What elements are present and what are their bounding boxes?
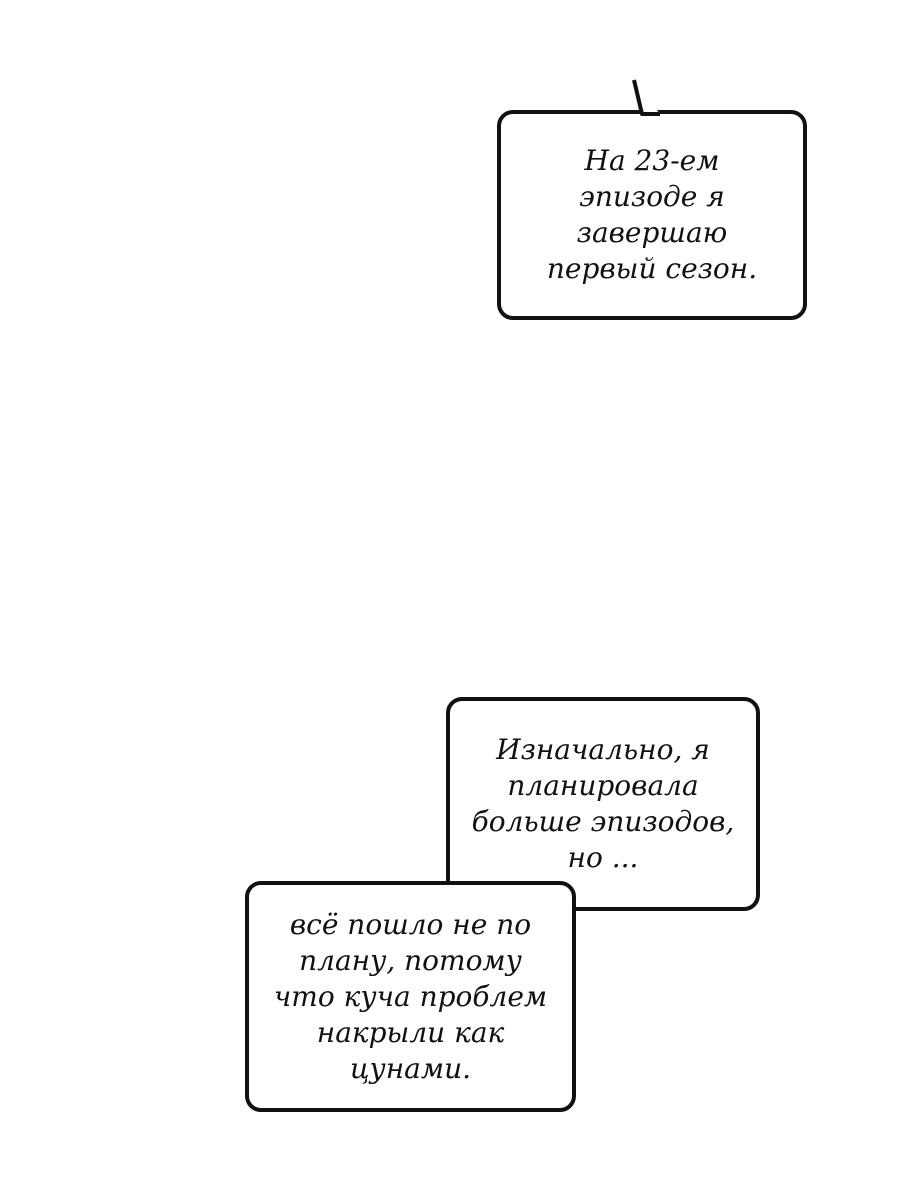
bubble-text-first: На 23-ем эпизоде я завершаю первый сезон… — [546, 144, 758, 285]
speech-bubble-second: Изначально, я планировала больше эпизодо… — [446, 697, 760, 911]
bubble-text-third: всё пошло не по плану, потому что куча п… — [273, 907, 548, 1085]
speech-bubble-first: На 23-ем эпизоде я завершаю первый сезон… — [497, 110, 807, 320]
bubble-text-second: Изначально, я планировала больше эпизодо… — [471, 733, 735, 874]
speech-bubble-tail — [632, 79, 660, 116]
speech-bubble-third: всё пошло не по плану, потому что куча п… — [245, 881, 576, 1112]
